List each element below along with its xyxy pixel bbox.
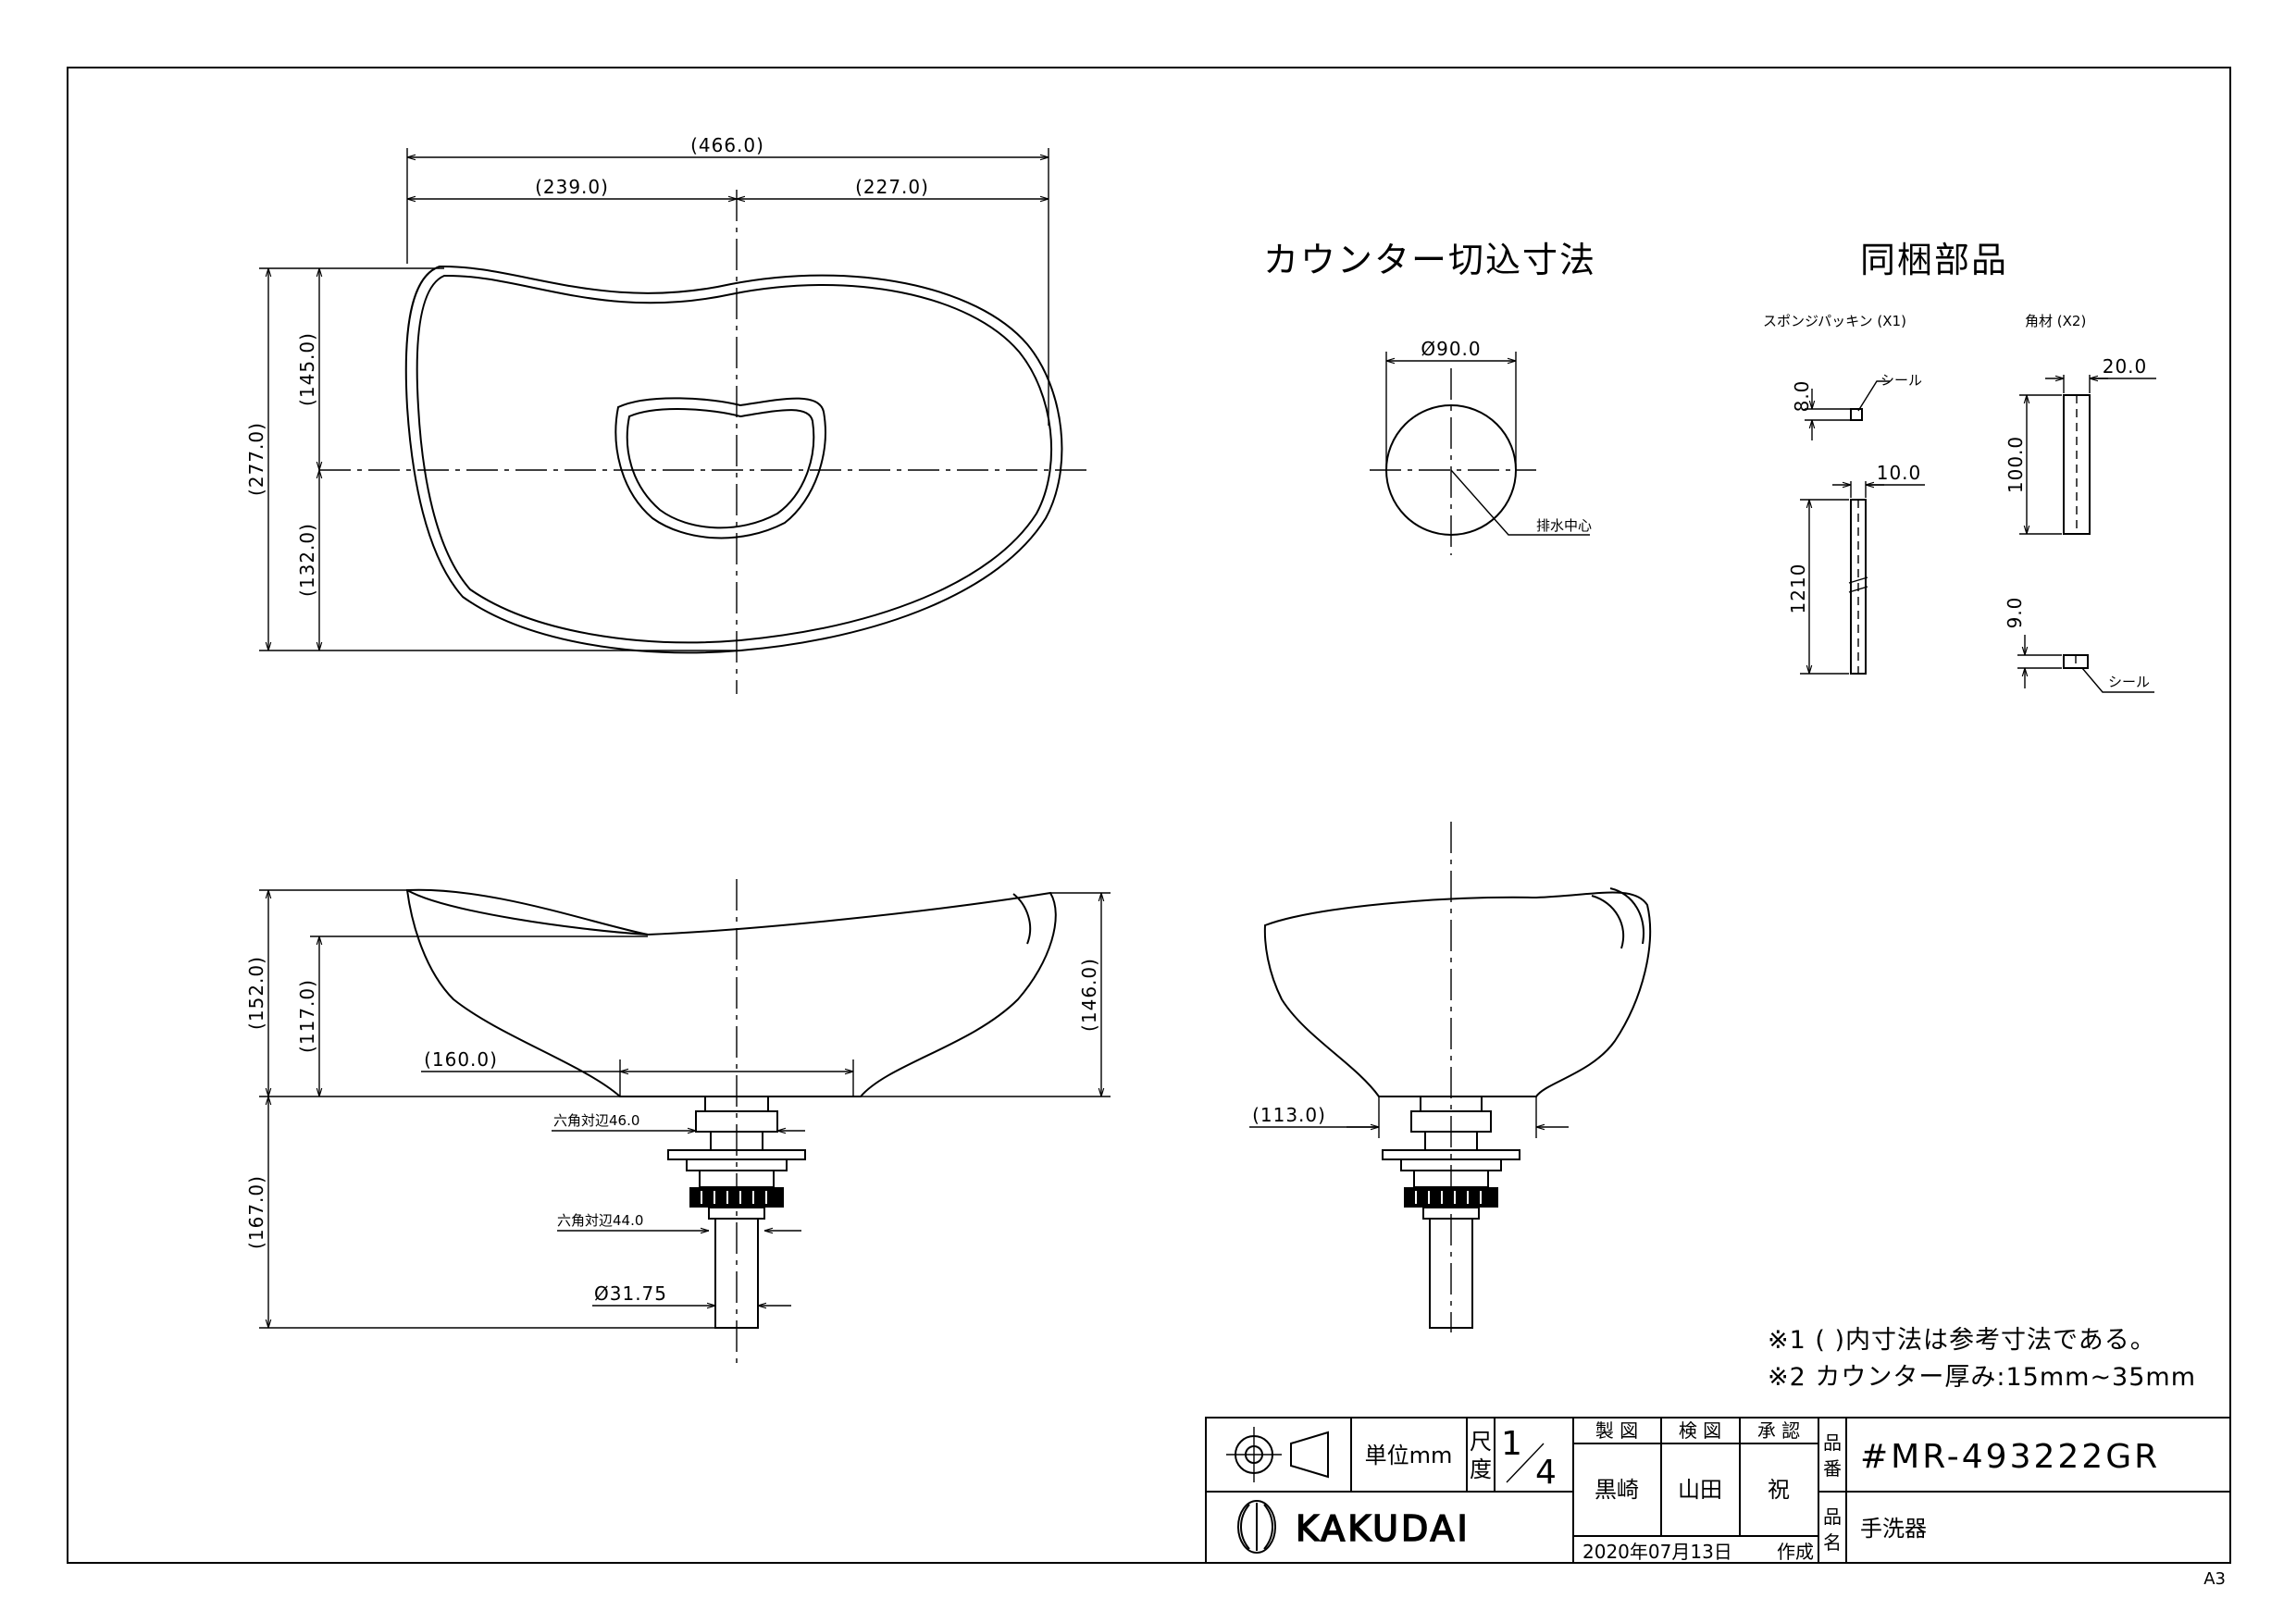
approved-by: 祝: [1768, 1477, 1790, 1503]
note-2: ※2 カウンター厚み:15mm~35mm: [1768, 1363, 2196, 1392]
product-no-label-1: 品: [1823, 1431, 1842, 1454]
front-inner-height: (117.0): [296, 979, 318, 1053]
hex-upper-label: 六角対辺46.0: [553, 1112, 639, 1129]
plan-left-width: (239.0): [535, 176, 609, 198]
drain-opening-inner: [626, 408, 815, 529]
front-total-height: (152.0): [245, 956, 267, 1030]
cutout-view: カウンター切込寸法 Ø90.0 排水中心: [1263, 240, 1596, 555]
drain-opening-outer: [614, 397, 826, 539]
drain-center-label: 排水中心: [1536, 517, 1592, 534]
block-width: 20.0: [2103, 355, 2148, 378]
plan-lower-depth: (132.0): [296, 523, 318, 597]
pipe-diameter-label: Ø31.75: [594, 1282, 667, 1305]
plan-overall-depth: (277.0): [245, 422, 267, 496]
sponge-width: 10.0: [1877, 462, 1922, 484]
sponge-seal-label: シール: [1880, 372, 1922, 389]
product-name-label-2: 名: [1823, 1531, 1842, 1554]
drawn-label: 製 図: [1595, 1419, 1638, 1442]
drawn-by: 黒崎: [1595, 1477, 1639, 1503]
side-drain-fitting: [1382, 1096, 1520, 1329]
created-suffix: 作成: [1777, 1541, 1814, 1563]
product-number: #MR-493222GR: [1860, 1438, 2160, 1476]
sponge-length: 1210: [1787, 564, 1809, 614]
title-block: 単位mm 尺 度 1 4 製 図 検 図 承 認 黒崎 山田 祝 品 番 #MR…: [1205, 1417, 2231, 1564]
front-rim-inner: [406, 889, 649, 935]
front-view: (152.0) (117.0) (146.0) (160.0) 六角対辺46.0…: [245, 879, 1111, 1369]
plan-upper-depth: (145.0): [296, 332, 318, 406]
scale-denominator: 4: [1535, 1454, 1559, 1492]
product-name-label-1: 品: [1823, 1505, 1842, 1528]
basin-outline-outer: [404, 265, 1063, 654]
block-seal-label: シール: [2108, 674, 2150, 690]
side-foot-width: (113.0): [1252, 1104, 1326, 1126]
parts-view: 同梱部品 スポンジパッキン (X1) 角材 (X2) 8.0 シール 10.0 …: [1763, 240, 2156, 693]
product-no-label-2: 番: [1823, 1457, 1842, 1480]
sheet-size: A3: [2203, 1569, 2226, 1589]
basin-outline-inner: [416, 274, 1052, 644]
cutout-title: カウンター切込寸法: [1263, 240, 1596, 280]
front-drain-fitting: [667, 1096, 806, 1329]
sheet-border: [67, 67, 2231, 1564]
plan-overall-width: (466.0): [690, 134, 764, 156]
cutout-diameter: Ø90.0: [1421, 338, 1481, 360]
sponge-section: [1850, 408, 1863, 421]
block-title: 角材 (X2): [2025, 313, 2086, 329]
checked-label: 検 図: [1679, 1419, 1721, 1442]
company-logo-icon: [1237, 1500, 1276, 1554]
front-basin-outline: [405, 888, 1057, 1097]
block-thickness: 9.0: [2004, 597, 2026, 629]
checked-by: 山田: [1678, 1477, 1722, 1503]
front-foot-width: (160.0): [424, 1048, 498, 1071]
product-name: 手洗器: [1860, 1516, 1927, 1542]
created-date: 2020年07月13日: [1582, 1541, 1732, 1563]
scale-label-2: 度: [1470, 1456, 1492, 1482]
plan-right-width: (227.0): [855, 176, 929, 198]
unit-label: 単位mm: [1365, 1443, 1453, 1468]
parts-title: 同梱部品: [1860, 240, 2008, 280]
note-1: ※1 ( )内寸法は参考寸法である。: [1768, 1326, 2156, 1355]
side-view: (113.0): [1249, 822, 1652, 1332]
scale-numerator: 1: [1501, 1425, 1525, 1463]
company-name: KAKUDAI: [1296, 1508, 1471, 1549]
projection-symbol-icon: [1226, 1427, 1329, 1482]
scale-label-1: 尺: [1470, 1429, 1492, 1455]
side-basin-outline: [1263, 891, 1652, 1097]
hex-lower-label: 六角対辺44.0: [557, 1212, 643, 1229]
drain-length: (167.0): [245, 1175, 267, 1249]
approved-label: 承 認: [1757, 1419, 1800, 1442]
sponge-title: スポンジパッキン (X1): [1763, 313, 1906, 329]
front-right-height: (146.0): [1078, 958, 1100, 1032]
block-length: 100.0: [2004, 436, 2027, 493]
sponge-thickness: 8.0: [1791, 380, 1813, 413]
plan-view: (466.0) (239.0) (227.0) (277.0) (145.0) …: [245, 134, 1092, 694]
